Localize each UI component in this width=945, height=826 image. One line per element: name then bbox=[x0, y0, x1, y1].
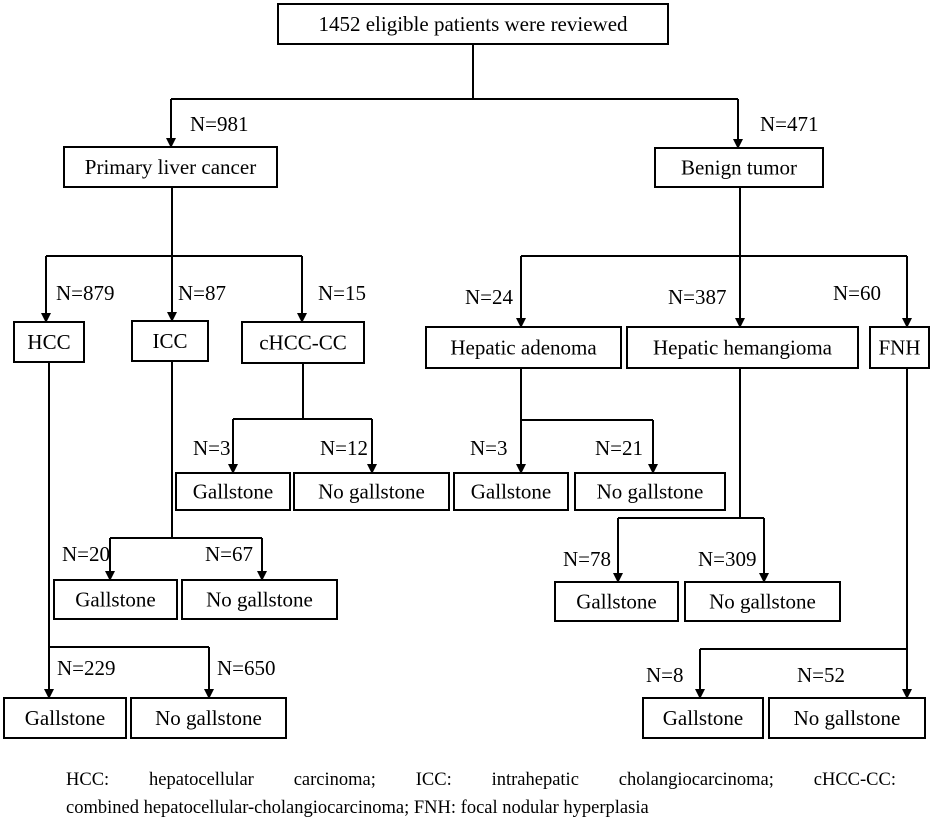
node-label: Benign tumor bbox=[681, 156, 797, 180]
node-box bbox=[3, 697, 127, 739]
node-label: Gallstone bbox=[576, 590, 656, 614]
node-icc-g: Gallstone bbox=[53, 579, 178, 620]
node-box bbox=[642, 697, 764, 739]
count-icc-g: N=20 bbox=[62, 542, 110, 566]
node-box bbox=[574, 472, 726, 511]
node-hemangioma: Hepatic hemangioma bbox=[626, 326, 859, 369]
node-label: Hepatic adenoma bbox=[450, 336, 597, 360]
node-box bbox=[13, 321, 85, 363]
node-primary: Primary liver cancer bbox=[63, 146, 278, 188]
count-adenoma: N=24 bbox=[465, 285, 514, 309]
node-box bbox=[181, 579, 338, 620]
node-label: Gallstone bbox=[471, 480, 551, 504]
count-hem-g: N=78 bbox=[563, 547, 611, 571]
node-box bbox=[425, 326, 622, 369]
count-hemangioma: N=387 bbox=[668, 285, 727, 309]
node-chcc: cHCC-CC bbox=[241, 321, 365, 364]
count-primary: N=981 bbox=[190, 112, 249, 136]
node-label: ICC bbox=[152, 329, 187, 353]
node-label: No gallstone bbox=[318, 480, 425, 504]
node-hcc-g: Gallstone bbox=[3, 697, 127, 739]
count-aden-g: N=3 bbox=[470, 436, 508, 460]
footnote-line-1: HCC: hepatocellular carcinoma; ICC: intr… bbox=[66, 770, 896, 790]
node-chcc-ng: No gallstone bbox=[293, 472, 450, 511]
node-box bbox=[131, 320, 209, 362]
node-label: Gallstone bbox=[193, 480, 273, 504]
count-aden-ng: N=21 bbox=[595, 436, 643, 460]
count-fnh: N=60 bbox=[833, 281, 881, 305]
node-box bbox=[654, 147, 824, 188]
node-label: No gallstone bbox=[206, 588, 313, 612]
node-label: Hepatic hemangioma bbox=[653, 336, 833, 360]
node-label: Gallstone bbox=[75, 588, 155, 612]
node-box bbox=[241, 321, 365, 364]
node-root: 1452 eligible patients were reviewed bbox=[277, 3, 669, 45]
node-benign: Benign tumor bbox=[654, 147, 824, 188]
node-label: Gallstone bbox=[663, 706, 743, 730]
node-aden-g: Gallstone bbox=[453, 472, 569, 511]
count-fnh-ng: N=52 bbox=[797, 663, 845, 687]
node-label: No gallstone bbox=[597, 480, 704, 504]
node-label: No gallstone bbox=[794, 706, 901, 730]
footnote: HCC: hepatocellular carcinoma; ICC: intr… bbox=[66, 766, 896, 822]
node-hcc: HCC bbox=[13, 321, 85, 363]
node-label: HCC bbox=[27, 330, 70, 354]
count-chcc: N=15 bbox=[318, 281, 366, 305]
node-icc: ICC bbox=[131, 320, 209, 362]
node-box bbox=[293, 472, 450, 511]
node-box bbox=[175, 472, 291, 511]
node-label: FNH bbox=[878, 336, 920, 360]
count-hem-ng: N=309 bbox=[698, 547, 757, 571]
node-fnh-g: Gallstone bbox=[642, 697, 764, 739]
node-icc-ng: No gallstone bbox=[181, 579, 338, 620]
node-hem-g: Gallstone bbox=[554, 581, 679, 622]
node-chcc-g: Gallstone bbox=[175, 472, 291, 511]
connectors bbox=[41, 44, 912, 699]
node-box bbox=[277, 3, 669, 45]
node-box bbox=[53, 579, 178, 620]
node-box bbox=[869, 326, 930, 369]
node-fnh: FNH bbox=[869, 326, 930, 369]
node-fnh-ng: No gallstone bbox=[768, 697, 926, 739]
node-box bbox=[453, 472, 569, 511]
count-icc-ng: N=67 bbox=[205, 542, 253, 566]
count-benign: N=471 bbox=[760, 112, 819, 136]
node-hcc-ng: No gallstone bbox=[130, 697, 287, 739]
node-label: Primary liver cancer bbox=[85, 155, 256, 179]
footnote-line-2: combined hepatocellular-cholangiocarcino… bbox=[66, 798, 649, 818]
count-hcc-g: N=229 bbox=[57, 656, 116, 680]
node-label: Gallstone bbox=[25, 706, 105, 730]
node-hem-ng: No gallstone bbox=[684, 581, 841, 622]
count-chcc-ng: N=12 bbox=[320, 436, 368, 460]
count-chcc-g: N=3 bbox=[193, 436, 231, 460]
node-label: No gallstone bbox=[709, 590, 816, 614]
count-hcc-ng: N=650 bbox=[217, 656, 276, 680]
node-box bbox=[63, 146, 278, 188]
node-label: cHCC-CC bbox=[259, 331, 347, 355]
count-hcc: N=879 bbox=[56, 281, 115, 305]
node-aden-ng: No gallstone bbox=[574, 472, 726, 511]
node-box bbox=[130, 697, 287, 739]
count-icc: N=87 bbox=[178, 281, 226, 305]
node-box bbox=[626, 326, 859, 369]
node-adenoma: Hepatic adenoma bbox=[425, 326, 622, 369]
count-fnh-g: N=8 bbox=[646, 663, 684, 687]
node-label: No gallstone bbox=[155, 706, 262, 730]
node-label: 1452 eligible patients were reviewed bbox=[318, 12, 628, 36]
node-box bbox=[768, 697, 926, 739]
node-box bbox=[554, 581, 679, 622]
boxes: 1452 eligible patients were reviewedPrim… bbox=[3, 3, 930, 739]
node-box bbox=[684, 581, 841, 622]
